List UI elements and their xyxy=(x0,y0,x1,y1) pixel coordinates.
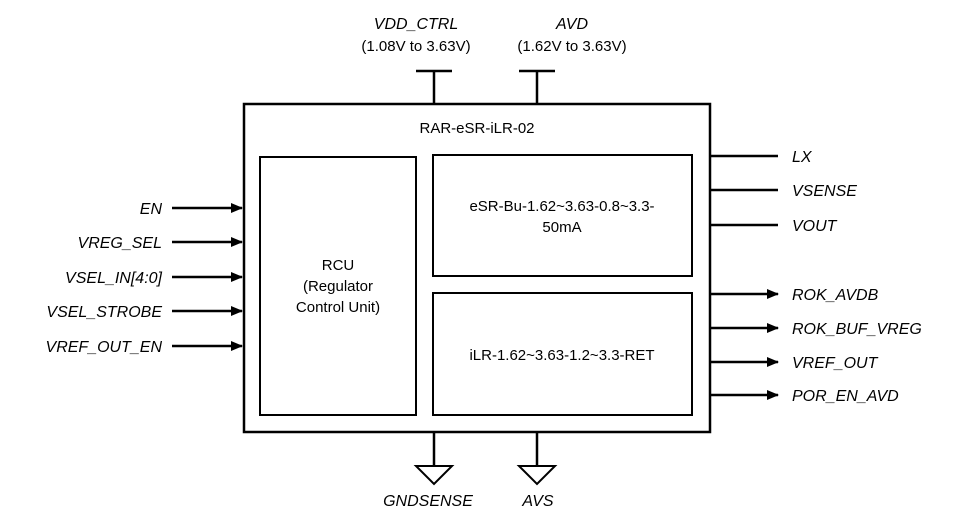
output-vref-out: VREF_OUT xyxy=(710,355,879,372)
rcu-label-line1: RCU xyxy=(322,257,355,274)
ground-avs-symbol xyxy=(516,432,558,486)
output-vout-label: VOUT xyxy=(792,218,838,235)
ground-gndsense-symbol xyxy=(413,432,455,486)
supply-vdd-ctrl-symbol xyxy=(416,69,452,104)
esr-block xyxy=(432,154,693,277)
input-en: EN xyxy=(140,201,243,218)
input-en-label: EN xyxy=(140,201,163,218)
supply-vdd-ctrl-range: (1.08V to 3.63V) xyxy=(361,38,470,55)
input-vsel-in-label: VSEL_IN[4:0] xyxy=(65,270,163,287)
ilr-label-line1: iLR-1.62~3.63-1.2~3.3-RET xyxy=(469,347,654,364)
output-por-en-avd-label: POR_EN_AVD xyxy=(792,388,899,405)
esr-label-line1: eSR-Bu-1.62~3.63-0.8~3.3- xyxy=(469,198,654,215)
output-vsense: VSENSE xyxy=(710,183,857,200)
supply-avd-range: (1.62V to 3.63V) xyxy=(517,38,626,55)
chip-name: RAR-eSR-iLR-02 xyxy=(419,120,534,137)
input-vsel-strobe: VSEL_STROBE xyxy=(46,304,243,321)
input-vreg-sel: VREG_SEL xyxy=(78,235,243,252)
ground-gndsense-label: GNDSENSE xyxy=(383,493,473,510)
supply-avd-label: AVD xyxy=(555,16,588,33)
input-vref-out-en-label: VREF_OUT_EN xyxy=(46,339,163,356)
output-rok-buf-vreg-label: ROK_BUF_VREG xyxy=(792,321,922,338)
supply-vdd-ctrl-label: VDD_CTRL xyxy=(374,16,458,33)
esr-label-line2: 50mA xyxy=(542,219,581,236)
output-por-en-avd: POR_EN_AVD xyxy=(710,388,899,405)
rcu-label-line2: (Regulator xyxy=(303,278,373,295)
output-rok-avdb-label: ROK_AVDB xyxy=(792,287,879,304)
input-vsel-in: VSEL_IN[4:0] xyxy=(65,270,243,287)
rcu-label-line3: Control Unit) xyxy=(296,299,380,316)
output-vout: VOUT xyxy=(710,218,838,235)
rcu-block xyxy=(259,156,417,416)
output-rok-buf-vreg: ROK_BUF_VREG xyxy=(710,321,922,338)
output-rok-avdb: ROK_AVDB xyxy=(710,287,879,304)
output-lx-label: LX xyxy=(792,149,813,166)
input-vreg-sel-label: VREG_SEL xyxy=(78,235,162,252)
output-vsense-label: VSENSE xyxy=(792,183,857,200)
input-vsel-strobe-label: VSEL_STROBE xyxy=(46,304,162,321)
output-vref-out-label: VREF_OUT xyxy=(792,355,879,372)
ground-avs-label: AVS xyxy=(521,493,553,510)
output-lx: LX xyxy=(710,149,813,166)
input-vref-out-en: VREF_OUT_EN xyxy=(46,339,243,356)
ilr-block xyxy=(432,292,693,416)
supply-avd-symbol xyxy=(519,69,555,104)
